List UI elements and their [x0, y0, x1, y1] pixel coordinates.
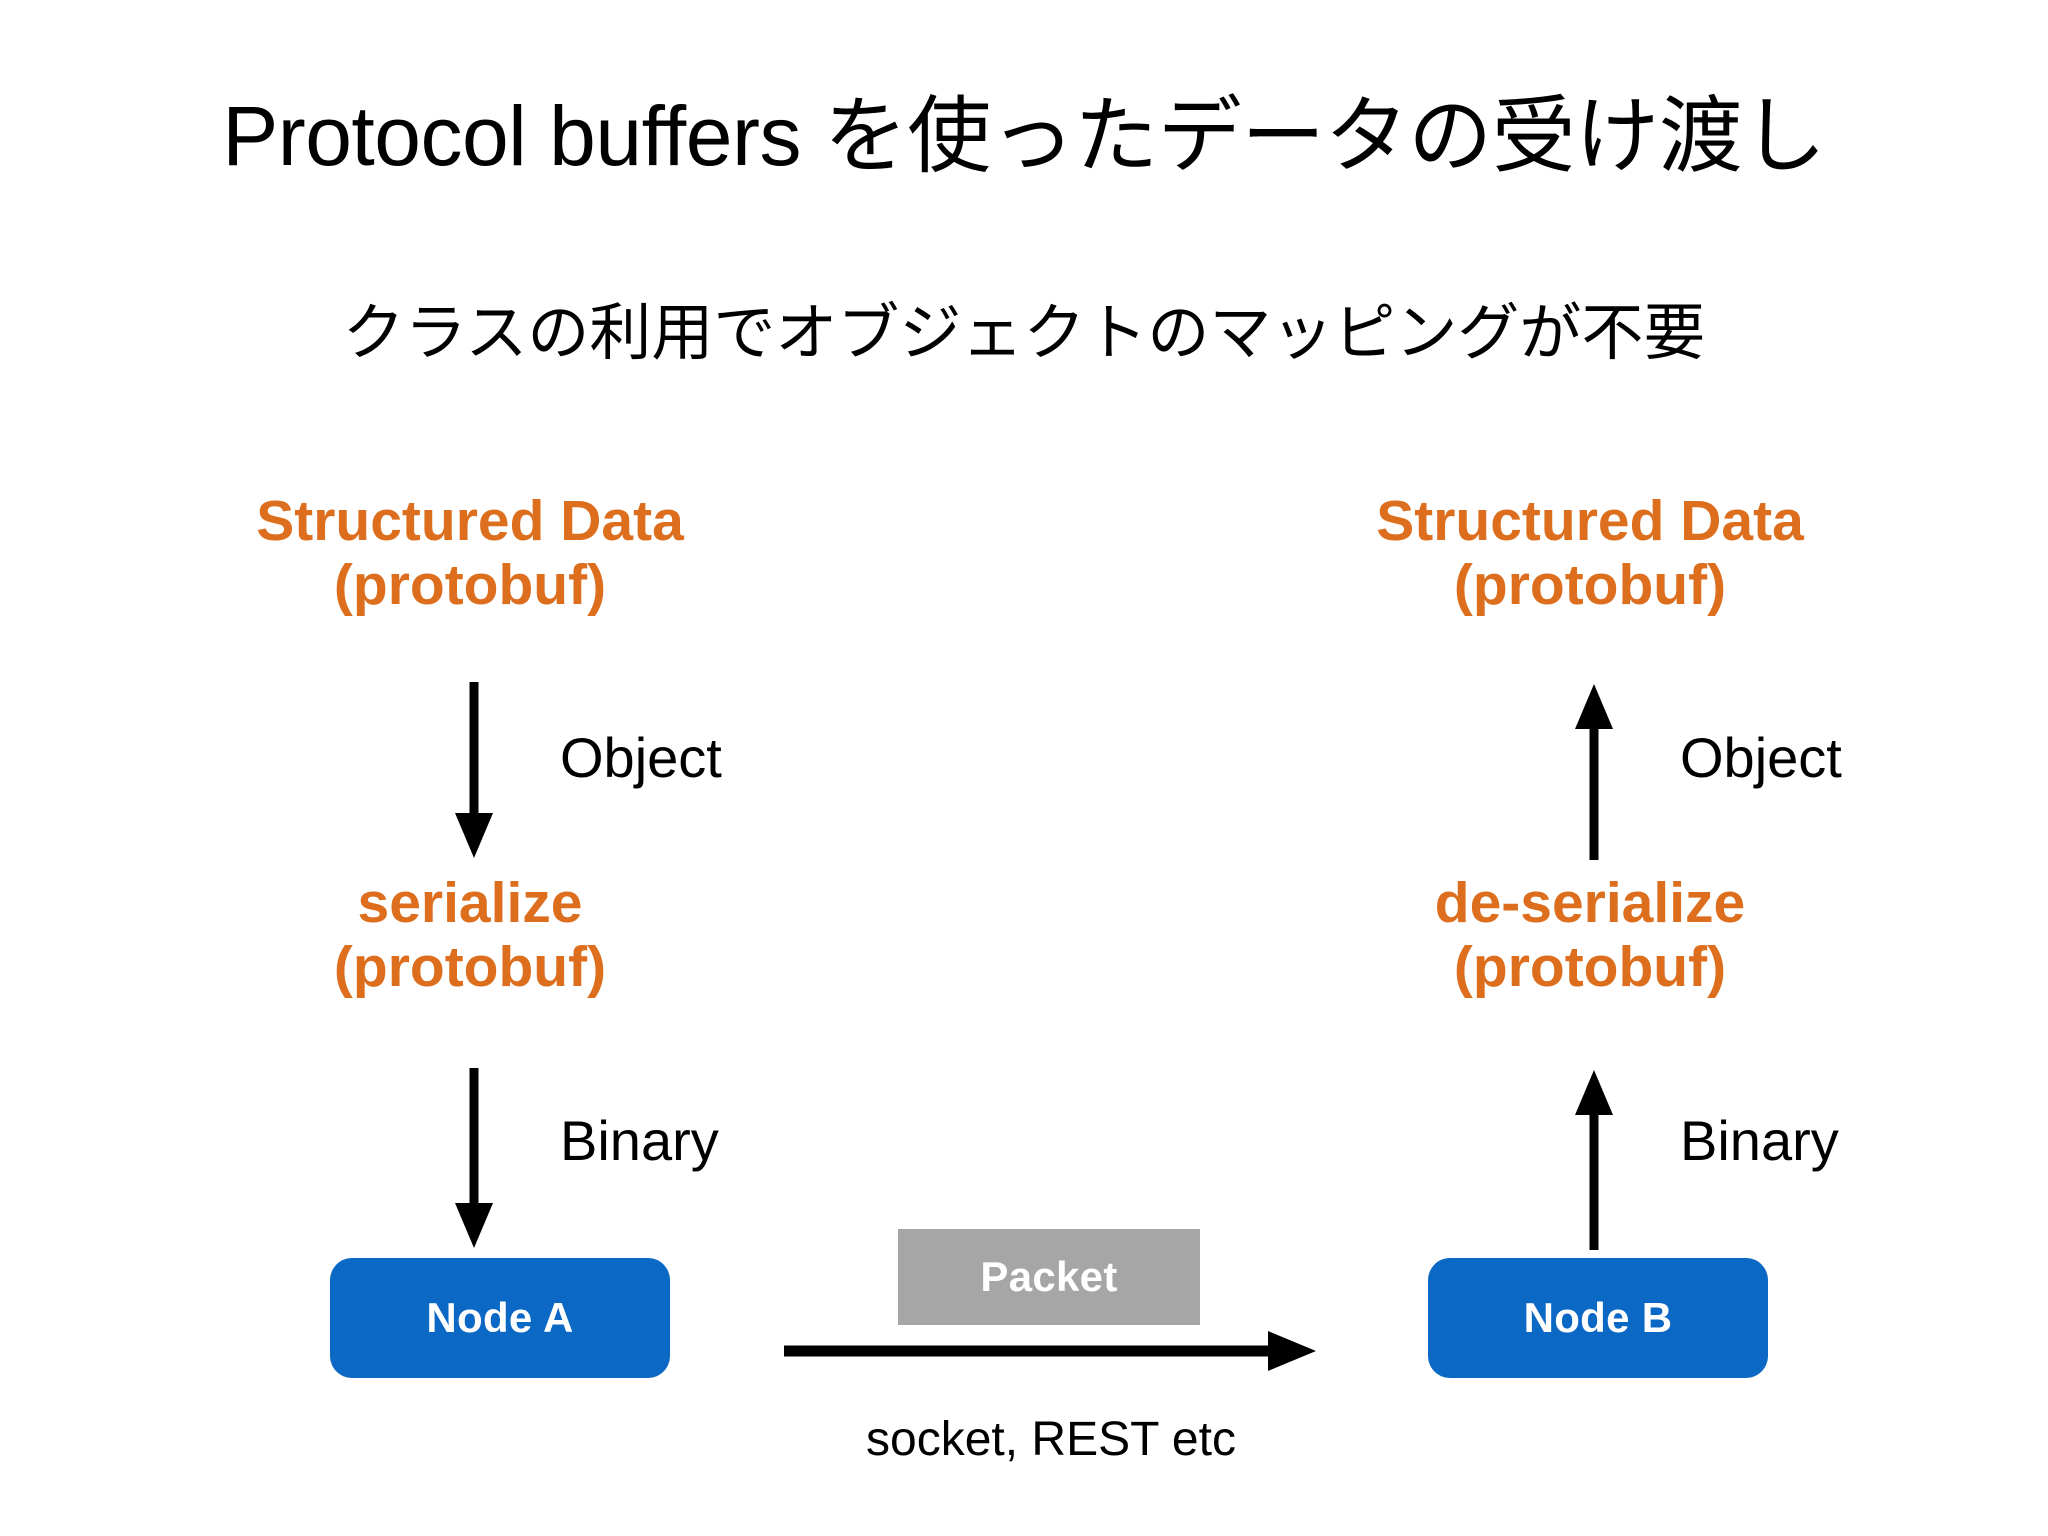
right-deserialize-label: de-serialize (protobuf)	[1434, 871, 1746, 999]
node-a-label: Node A	[426, 1294, 574, 1341]
node-b-label: Node B	[1523, 1294, 1673, 1341]
left-object-label: Object	[560, 726, 722, 789]
node-b-box[interactable]: Node B	[1428, 1258, 1768, 1378]
right-binary-label: Binary	[1680, 1109, 1839, 1172]
page-title: Protocol buffers を使ったデータの受け渡し	[222, 89, 1826, 183]
packet-box: Packet	[898, 1229, 1200, 1325]
packet-label: Packet	[980, 1253, 1118, 1300]
left-serialize-label: serialize (protobuf)	[333, 871, 607, 999]
transport-caption: socket, REST etc	[866, 1413, 1236, 1466]
page-subtitle: クラスの利用でオブジェクトのマッピングが不要	[342, 299, 1706, 368]
node-a-box[interactable]: Node A	[330, 1258, 670, 1378]
left-binary-arrow-down	[455, 1068, 493, 1248]
left-binary-label: Binary	[560, 1109, 719, 1172]
right-object-label: Object	[1680, 726, 1842, 789]
right-structured-data-label: Structured Data (protobuf)	[1376, 489, 1804, 617]
left-object-arrow-down	[455, 682, 493, 858]
right-object-arrow-up	[1575, 684, 1613, 860]
left-structured-data-label: Structured Data (protobuf)	[256, 489, 684, 617]
transport-arrow-right	[784, 1331, 1316, 1371]
right-binary-arrow-up	[1575, 1070, 1613, 1250]
